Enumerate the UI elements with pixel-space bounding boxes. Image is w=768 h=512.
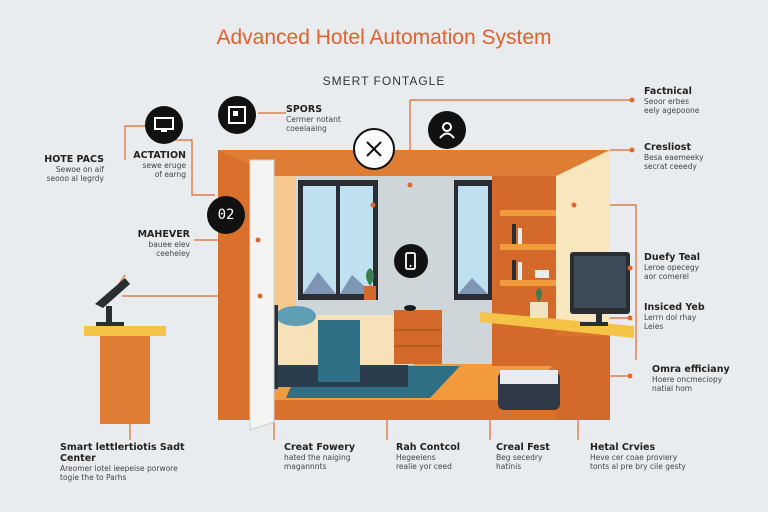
phone-icon [394,244,428,278]
nightstand [394,305,442,364]
curtain [274,176,296,326]
tv-monitor [570,252,630,326]
desk [480,288,634,420]
user-icon [428,111,466,149]
device-icon [218,96,256,134]
kiosk-stand [84,278,166,424]
callout-spors: SPORS Cermer notant coeeiaaing [286,104,341,133]
page-subtitle: SMERT FONTAGLE [322,74,446,88]
callout-factnical: Factnical Seoor erbes eely agepoone [644,86,700,115]
bed [272,305,414,389]
callout-maheyer: MAHEVER bauee elev ceeheley [137,229,190,258]
connector-dots [255,97,635,379]
callout-insiced-yeb: Insiced Yeb Lerrn dol rhay Leies [644,302,705,331]
window-left [298,180,378,300]
close-icon [353,128,395,170]
callout-duefy-teal: Duefy Teal Leroe opecegy aor comerel [644,252,701,281]
callout-creal-fest: Creal Fest Beg secedry hatinis [496,442,550,471]
callout-hetal-crvies: Hetal Crvies Heve cer coae proviery tont… [590,442,686,471]
callout-cresliost: Cresliost Besa eaemeeky secrat ceeedy [644,142,704,171]
monitor-icon [145,106,183,144]
callout-smart-center: Smart lettlertiotis Sadt Center Areomer … [60,442,185,482]
wardrobe-shelf [492,176,556,366]
callout-rah-contcol: Rah Contcol Hegeeiens realie yor ceed [396,442,461,471]
o2-icon: 02 [207,196,245,234]
callout-omra-efficiency: Omra efficiany Hoere oncmeciopy natial h… [652,364,730,393]
ceiling [218,150,610,176]
window-right [454,180,492,300]
callout-creat-fowery: Creat Fowery hated the naiging magannnts [284,442,356,471]
plant [364,268,376,300]
callout-actation: ACTATION sewe eruge of earng [133,150,186,179]
page-title: Advanced Hotel Automation System [216,26,552,49]
callout-hote-pacs: HOTE PACS Sewoe on aif seooo al legrdy [44,154,104,183]
